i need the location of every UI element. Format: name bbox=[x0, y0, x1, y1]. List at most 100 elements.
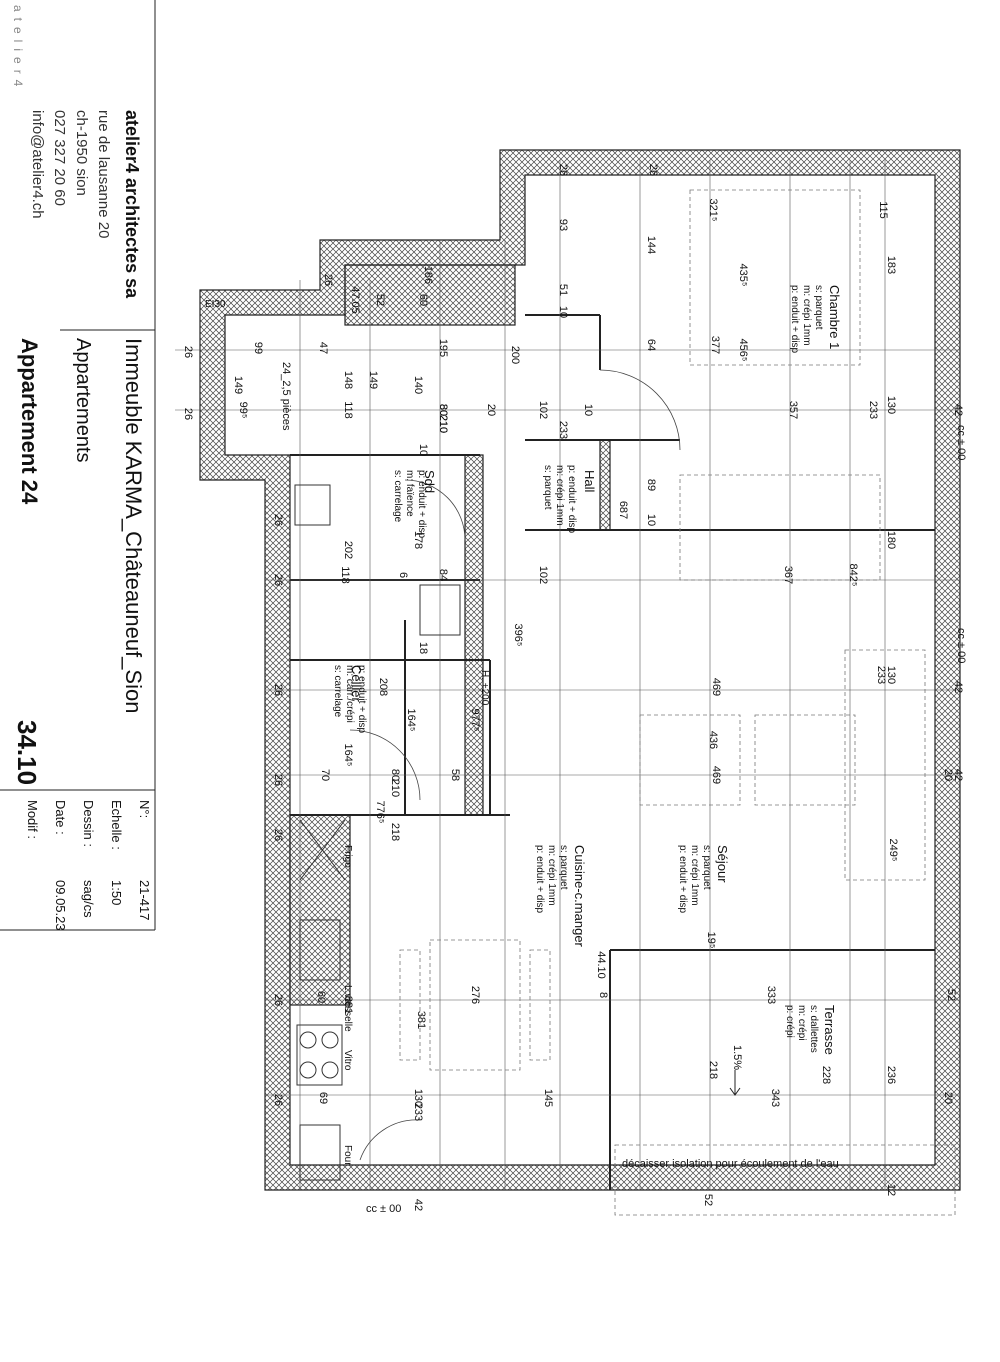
dimension-label: 89 bbox=[645, 479, 657, 491]
dimension-label: 687 bbox=[617, 501, 629, 519]
dimension-label: 195 bbox=[437, 339, 449, 357]
dimension-label: 52 bbox=[374, 294, 386, 306]
dimension-label: 52 bbox=[945, 989, 957, 1001]
appliance-label-cooktop: Vitro bbox=[342, 1050, 353, 1071]
dimension-label: 145 bbox=[542, 1089, 554, 1107]
door-swings bbox=[349, 369, 681, 1161]
dimension-label: 26 bbox=[272, 684, 284, 696]
room-spec: s: carrelage bbox=[392, 470, 403, 523]
dimension-label: 436 bbox=[707, 731, 719, 749]
dimension-lines bbox=[175, 160, 960, 1190]
room-spec: s: parquet bbox=[813, 285, 824, 330]
dimension-label: 19⁵ bbox=[705, 932, 717, 949]
dimension-label: 42 bbox=[412, 1199, 424, 1211]
dimension-label: 26 bbox=[272, 574, 284, 586]
dimension-label: 210 bbox=[389, 779, 401, 797]
dimension-label: 47.05 bbox=[349, 286, 361, 314]
room-name-terrasse: Terrasse bbox=[822, 1005, 837, 1055]
room-name-hall: Hall bbox=[582, 470, 597, 493]
drain-note: décaisser isolation pour écoulement de l… bbox=[622, 1158, 839, 1170]
title-block-frame bbox=[0, 0, 156, 931]
dimension-label: 357 bbox=[787, 401, 799, 419]
dimension-label: 469 bbox=[710, 678, 722, 696]
room-spec: m: faïence bbox=[404, 470, 415, 517]
dimension-label: 70 bbox=[319, 769, 331, 781]
dimension-label: 210 bbox=[437, 415, 449, 433]
room-spec: p: enduit + disp bbox=[677, 845, 688, 914]
dimension-label: 12 bbox=[885, 1184, 897, 1196]
dimension-label: 149 bbox=[232, 376, 244, 394]
dimension-label: 118 bbox=[342, 401, 354, 419]
dimension-label: 20 bbox=[942, 769, 954, 781]
dimension-label: 218 bbox=[389, 823, 401, 841]
room-spec: s: carrelage bbox=[332, 665, 343, 718]
room-spec: m: crépi 1mm bbox=[554, 465, 565, 526]
dimension-label: 18 bbox=[417, 642, 429, 654]
level-note: cc ± 00 bbox=[955, 425, 967, 460]
dimension-label: 10 bbox=[557, 306, 569, 318]
dimension-label: 84 bbox=[437, 569, 449, 581]
dimension-label: 80 bbox=[437, 404, 449, 416]
dimension-label: 93 bbox=[557, 219, 569, 231]
dimension-label: 381 bbox=[415, 1011, 427, 1029]
dimension-label: 183 bbox=[885, 256, 897, 274]
kitchen-fixtures bbox=[294, 484, 461, 1181]
room-spec: p: crépi bbox=[784, 1005, 795, 1038]
dimension-label: 343 bbox=[769, 1089, 781, 1107]
room-spec: m: crépi 1mm bbox=[801, 285, 812, 346]
dimension-label: 233 bbox=[875, 666, 887, 684]
interior-partitions bbox=[290, 314, 935, 1190]
dimension-label: 20 bbox=[942, 1092, 954, 1104]
room-spec: m: carr./crépi bbox=[344, 665, 355, 723]
dimension-label: 20 bbox=[485, 404, 497, 416]
dimension-label: 118 bbox=[339, 566, 351, 584]
dimension-label: 333 bbox=[765, 986, 777, 1004]
room-name-cellier: Cellier bbox=[349, 665, 364, 703]
dimension-label: 42 bbox=[952, 769, 964, 781]
appliance-label-dishwasher: L.vaisselle bbox=[342, 985, 353, 1032]
slope-label: 1.5% bbox=[731, 1045, 743, 1070]
room-spec: s: parquet bbox=[701, 845, 712, 890]
dimension-label: 469 bbox=[710, 766, 722, 784]
dimension-label: 26 bbox=[182, 346, 194, 358]
furniture-outlines bbox=[399, 189, 956, 1216]
dimension-label: 44.10 bbox=[595, 951, 607, 979]
dimension-label: 52 bbox=[702, 1194, 714, 1206]
dimension-label: 10 bbox=[417, 444, 429, 456]
dimension-label: 130 bbox=[885, 396, 897, 414]
dimension-label: 233 bbox=[557, 421, 569, 439]
room-spec: p: enduit + disp bbox=[534, 845, 545, 914]
dimension-label: 26 bbox=[272, 514, 284, 526]
room-name-cuisine: Cuisine-c.manger bbox=[572, 845, 587, 948]
dimension-label: 180 bbox=[885, 531, 897, 549]
dimension-label: 149 bbox=[367, 371, 379, 389]
dimension-label: 140 bbox=[412, 376, 424, 394]
dimension-label: 321⁵ bbox=[707, 199, 719, 222]
level-note: cc ± 00 bbox=[955, 628, 967, 663]
dimension-label: 102 bbox=[537, 401, 549, 419]
apartment-pieces-label: 24_2,5 pièces bbox=[280, 362, 292, 431]
dimension-label: 456⁵ bbox=[737, 339, 749, 362]
room-spec: p: enduit + disp bbox=[789, 285, 800, 354]
dimension-label: 42 bbox=[952, 404, 964, 416]
dimension-label: 26 bbox=[272, 994, 284, 1006]
room-name-chambre: Chambre 1 bbox=[827, 285, 842, 349]
room-spec: p: enduit + disp bbox=[416, 470, 427, 539]
dimension-label: 210 bbox=[437, 415, 449, 433]
dimension-label: 26 bbox=[272, 1094, 284, 1106]
dimension-label: 26 bbox=[182, 408, 194, 420]
appliance-label-frigo: Frigo bbox=[342, 845, 353, 868]
room-spec: m: crépi bbox=[796, 1005, 807, 1041]
fire-rating-label: EI30 bbox=[205, 299, 226, 310]
dimension-label: 42 bbox=[952, 681, 964, 693]
dimension-label: 26 bbox=[322, 274, 334, 286]
dimension-label: 249⁵ bbox=[887, 839, 899, 862]
dimension-label: 842⁵ bbox=[847, 564, 859, 587]
dimension-label: 164⁵ bbox=[342, 744, 354, 767]
dimension-label: 202 bbox=[342, 541, 354, 559]
appliance-label-oven: Four bbox=[342, 1145, 353, 1166]
dimension-label: 8 bbox=[597, 992, 609, 998]
room-spec: s: dallettes bbox=[808, 1005, 819, 1053]
dimension-label: 381 bbox=[342, 996, 354, 1014]
